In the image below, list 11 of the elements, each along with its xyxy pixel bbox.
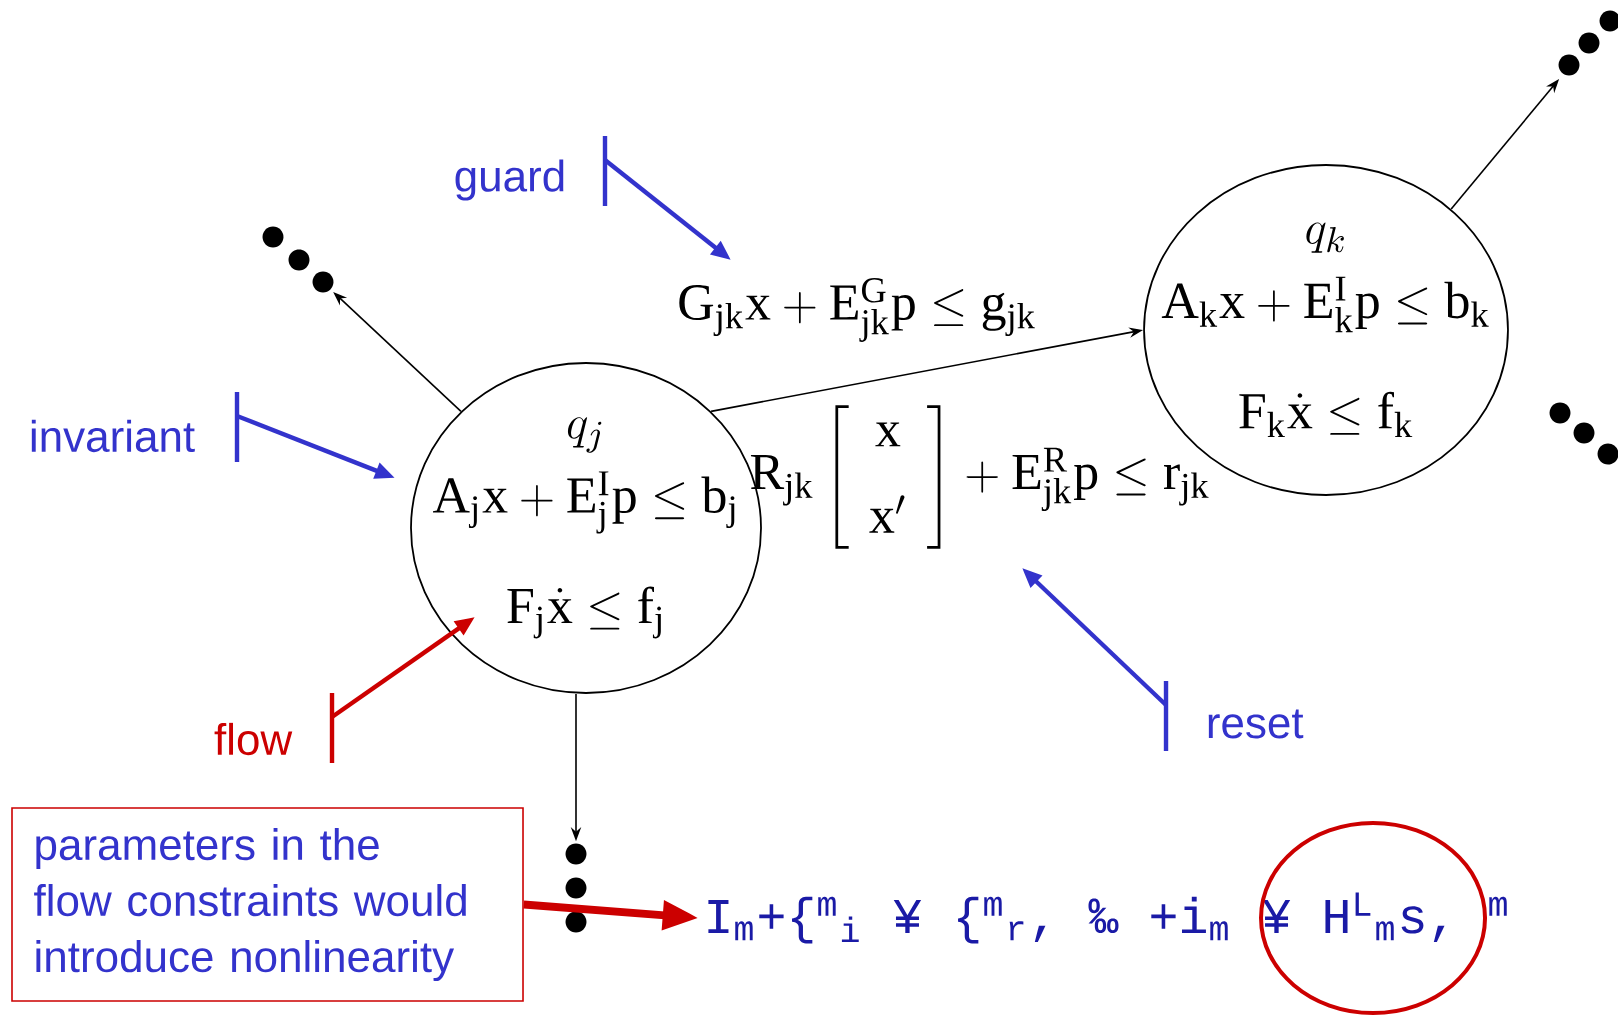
callout-label: invariant — [31, 419, 195, 453]
callout-label: guard — [455, 159, 564, 201]
note-box: parameters in the flow constraints would introduce nonlinearity — [11, 807, 524, 1002]
ellipsis-dots — [565, 843, 587, 933]
ellipsis-dots — [1549, 402, 1618, 465]
guard-formula: $\mathrm{G_{jk}x+E_{jk}^Gp\le g_{jk}}$ — [679, 278, 1035, 342]
ellipsis-dots — [262, 226, 334, 293]
ellipsis-dots — [1558, 10, 1618, 76]
callout-label: reset — [1208, 709, 1304, 739]
garbled-formula: I$_{m}$+{$^{m}$$_{i}$ ¥ {$^{m}$$_{r}$, ‰ +i$_{m}$ ¥ H$^{L}$$_{m}$s, $^{m}$ — [708, 892, 1507, 944]
callout-label: flow — [214, 722, 293, 756]
